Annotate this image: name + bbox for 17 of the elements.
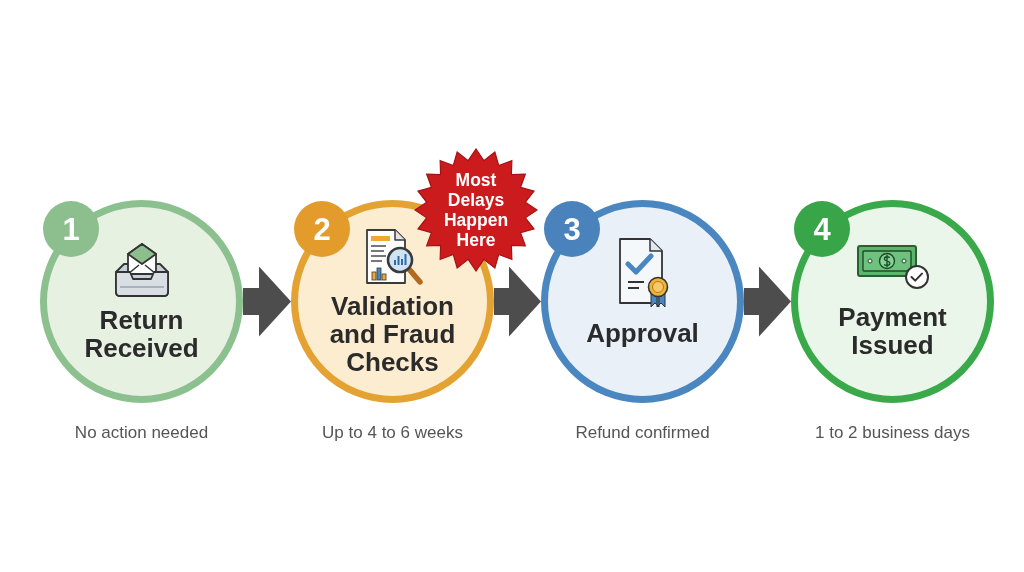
number-badge: 4 (794, 201, 850, 257)
number-badge: 2 (294, 201, 350, 257)
block-arrow (243, 266, 291, 337)
step-caption: No action needed (74, 422, 209, 444)
number-badge: 1 (43, 201, 99, 257)
step-caption: Refund confirmed (575, 422, 710, 444)
callout-text: Most Delays Happen Here (443, 170, 509, 250)
starburst-callout (414, 148, 538, 272)
step-title: Payment Issued (837, 303, 948, 359)
block-arrow (744, 266, 791, 337)
step-caption: Up to 4 to 6 weeks (322, 422, 463, 444)
step-caption: 1 to 2 business days (815, 422, 970, 444)
step-title: Approval (585, 318, 700, 347)
step-title: Validation and Fraud Checks (329, 291, 456, 376)
number-badge: 3 (544, 201, 600, 257)
step-title: Return Received (83, 305, 200, 362)
block-arrow (494, 266, 541, 337)
